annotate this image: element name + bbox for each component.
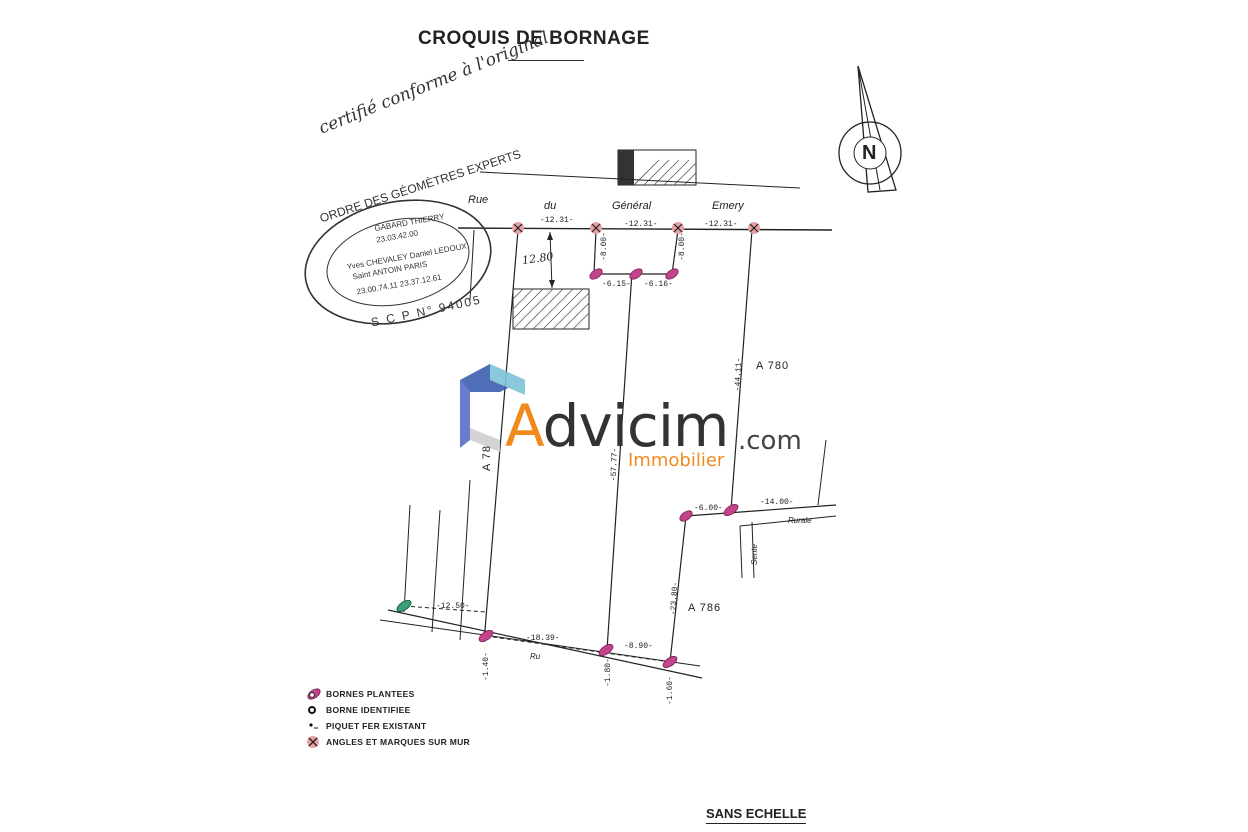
dim-14-00: -14.00- [760,498,794,507]
scale-note: SANS ECHELLE [706,806,807,824]
legend-row-borne-identifiee: BORNE IDENTIFIEE [306,702,470,718]
dim-top-2: -12.31- [624,220,658,229]
parcel-a786: A 786 [688,602,722,614]
dim-top-3: -12.31- [704,220,738,229]
street-word-general: Général [612,200,652,212]
title-underline [508,60,584,61]
dim-8-00-b: -8.00- [677,232,687,261]
surveyor-stamp [304,199,492,325]
piquet-fer-icon [306,719,322,733]
borne-identifiee-icon [306,703,322,717]
label-sente: Sente [749,544,759,565]
borne-plantee-icon [306,687,322,701]
watermark-brand: Advicim [505,392,729,460]
advicim-logo-icon [460,364,525,452]
parcel-line-west [483,229,519,643]
compass-north-label: N [862,142,877,164]
dim-top-1: -12.31- [540,216,574,225]
parcel-a780: A 780 [756,360,790,372]
north-arrow-icon [838,65,902,193]
parcel-a78: A 78 [481,444,494,472]
legend: BORNES PLANTEES BORNE IDENTIFIEE PIQUET … [306,686,470,750]
dim-18-39: -18.39- [526,634,560,643]
dim-8-00-a: -8.00- [599,232,609,261]
legend-row-piquet-fer: PIQUET FER EXISTANT [306,718,470,734]
wall-angle-markers [512,222,760,234]
dim-1-60: -1.60- [665,676,675,705]
dim-6-15: -6.15- [602,280,631,289]
rurale-line-north [685,504,837,517]
legend-row-angles-mur: ANGLES ET MARQUES SUR MUR [306,734,470,750]
dim-44-11: -44.11- [733,357,744,392]
dim-6-00: -6.00- [694,504,723,513]
parcel-line-east [730,229,753,511]
legend-label: BORNES PLANTEES [326,689,415,699]
dim-12-50: -12.50- [436,602,470,611]
dim-1-40: -1.40- [481,652,491,681]
label-rurale: Rurale [788,516,812,525]
plan-title: CROQUIS DE BORNAGE [418,28,650,49]
house-hatch [512,288,590,330]
legend-label: BORNE IDENTIFIEE [326,705,411,715]
label-ru: Ru [530,652,541,661]
watermark-domain: .com [738,426,802,456]
parcel-line-middle [606,271,633,651]
street-word-du: du [544,200,557,212]
angle-mur-icon [306,735,322,749]
dim-8-90: -8.90- [624,642,653,651]
legend-label: PIQUET FER EXISTANT [326,721,427,731]
legend-row-bornes-plantees: BORNES PLANTEES [306,686,470,702]
street-word-rue: Rue [468,194,489,206]
watermark-subtitle: Immobilier [628,450,725,471]
upper-street-line [479,171,801,189]
dim-1-80: -1.80- [603,658,613,687]
dim-6-16: -6.16- [644,280,673,289]
legend-label: ANGLES ET MARQUES SUR MUR [326,737,470,747]
street-word-emery: Emery [712,200,744,212]
